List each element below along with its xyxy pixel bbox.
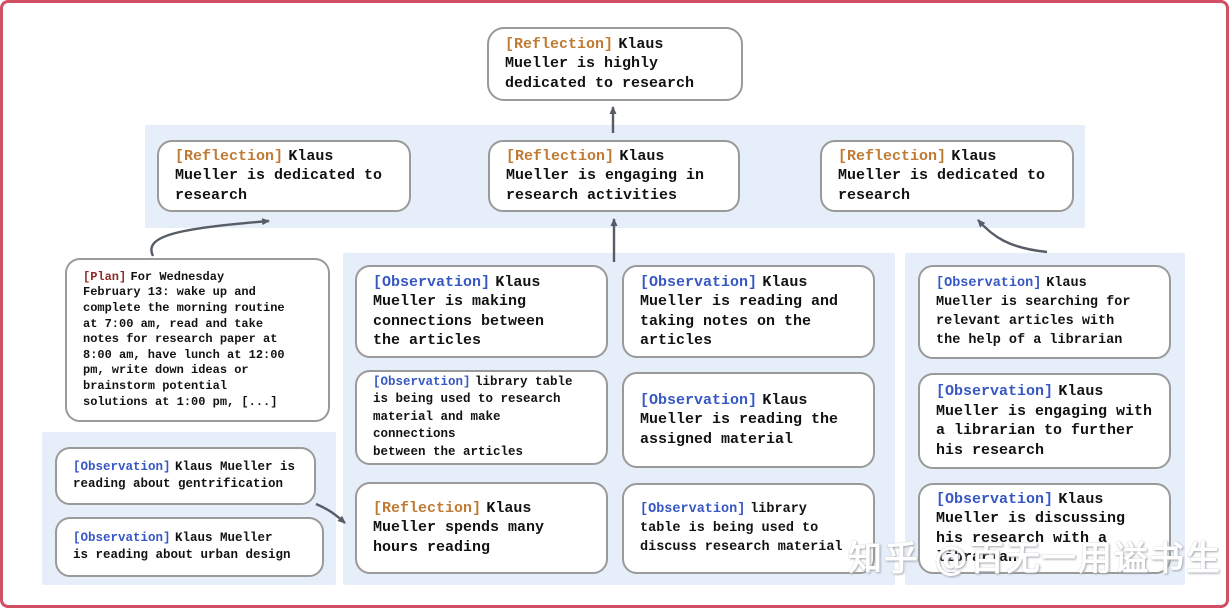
node-text: Klaus Mueller is searching for relevant … bbox=[936, 276, 1131, 348]
observation-tag: [Observation] bbox=[373, 374, 471, 389]
observation-node-urban-design: [Observation]Klaus Mueller is reading ab… bbox=[55, 517, 324, 577]
node-text: Klaus Mueller spends many hours reading bbox=[373, 499, 545, 556]
node-text: library table is being used to discuss r… bbox=[640, 502, 843, 555]
node-text: Klaus Mueller is reading about urban des… bbox=[73, 530, 291, 563]
reflection-tag: [Reflection] bbox=[838, 147, 947, 165]
reflection-node-row2-left: [Reflection]Klaus Mueller is dedicated t… bbox=[157, 140, 411, 212]
observation-tag: [Observation] bbox=[640, 391, 758, 409]
node-text: Klaus Mueller is discussing his research… bbox=[936, 490, 1126, 567]
observation-tag: [Observation] bbox=[373, 273, 491, 291]
reflection-node-top: [Reflection]Klaus Mueller is highly dedi… bbox=[487, 27, 743, 101]
reflection-node-row2-middle: [Reflection]Klaus Mueller is engaging in… bbox=[488, 140, 740, 212]
observation-tag: [Observation] bbox=[640, 502, 746, 517]
observation-node-library-table-research: [Observation]library table is being used… bbox=[355, 370, 608, 465]
observation-tag: [Observation] bbox=[73, 459, 171, 474]
observation-node-taking-notes: [Observation]Klaus Mueller is reading an… bbox=[622, 265, 875, 358]
observation-node-discussing-research: [Observation]Klaus Mueller is discussing… bbox=[918, 483, 1171, 574]
observation-tag: [Observation] bbox=[936, 276, 1042, 291]
reflection-node-hours-reading: [Reflection]Klaus Mueller spends many ho… bbox=[355, 482, 608, 574]
reflection-node-row2-right: [Reflection]Klaus Mueller is dedicated t… bbox=[820, 140, 1074, 212]
observation-tag: [Observation] bbox=[936, 383, 1054, 400]
observation-node-library-table-discuss: [Observation]library table is being used… bbox=[622, 483, 875, 574]
node-text: Klaus Mueller is dedicated to research bbox=[838, 147, 1046, 204]
reflection-tag: [Reflection] bbox=[505, 35, 614, 53]
node-text: Klaus Mueller is making connections betw… bbox=[373, 273, 545, 350]
node-text: Klaus Mueller is reading the assigned ma… bbox=[640, 391, 839, 448]
observation-node-engaging-librarian: [Observation]Klaus Mueller is engaging w… bbox=[918, 373, 1171, 469]
reflection-tag: [Reflection] bbox=[506, 147, 615, 165]
node-text: Klaus Mueller is reading and taking note… bbox=[640, 273, 839, 350]
observation-node-gentrification: [Observation]Klaus Mueller is reading ab… bbox=[55, 447, 316, 505]
node-text: Klaus Mueller is dedicated to research bbox=[175, 147, 383, 204]
observation-tag: [Observation] bbox=[73, 530, 171, 545]
plan-node: [Plan]For Wednesday February 13: wake up… bbox=[65, 258, 330, 422]
reflection-tag: [Reflection] bbox=[175, 147, 284, 165]
node-text: Klaus Mueller is highly dedicated to res… bbox=[505, 35, 695, 92]
plan-tag: [Plan] bbox=[83, 269, 127, 284]
node-text: Klaus Mueller is engaging in research ac… bbox=[506, 147, 705, 204]
watermark: 知乎 @百无一用谥书生 bbox=[848, 539, 1222, 579]
node-text: library table is being used to research … bbox=[373, 374, 573, 459]
node-text: Klaus Mueller is engaging with a librari… bbox=[936, 383, 1153, 459]
reflection-tag: [Reflection] bbox=[373, 499, 482, 517]
node-text: For Wednesday February 13: wake up and c… bbox=[83, 269, 285, 409]
observation-tag: [Observation] bbox=[936, 490, 1054, 508]
node-text: Klaus Mueller is reading about gentrific… bbox=[73, 459, 296, 492]
observation-node-searching-articles: [Observation]Klaus Mueller is searching … bbox=[918, 265, 1171, 359]
observation-node-assigned-material: [Observation]Klaus Mueller is reading th… bbox=[622, 372, 875, 468]
observation-node-making-connections: [Observation]Klaus Mueller is making con… bbox=[355, 265, 608, 358]
observation-tag: [Observation] bbox=[640, 273, 758, 291]
